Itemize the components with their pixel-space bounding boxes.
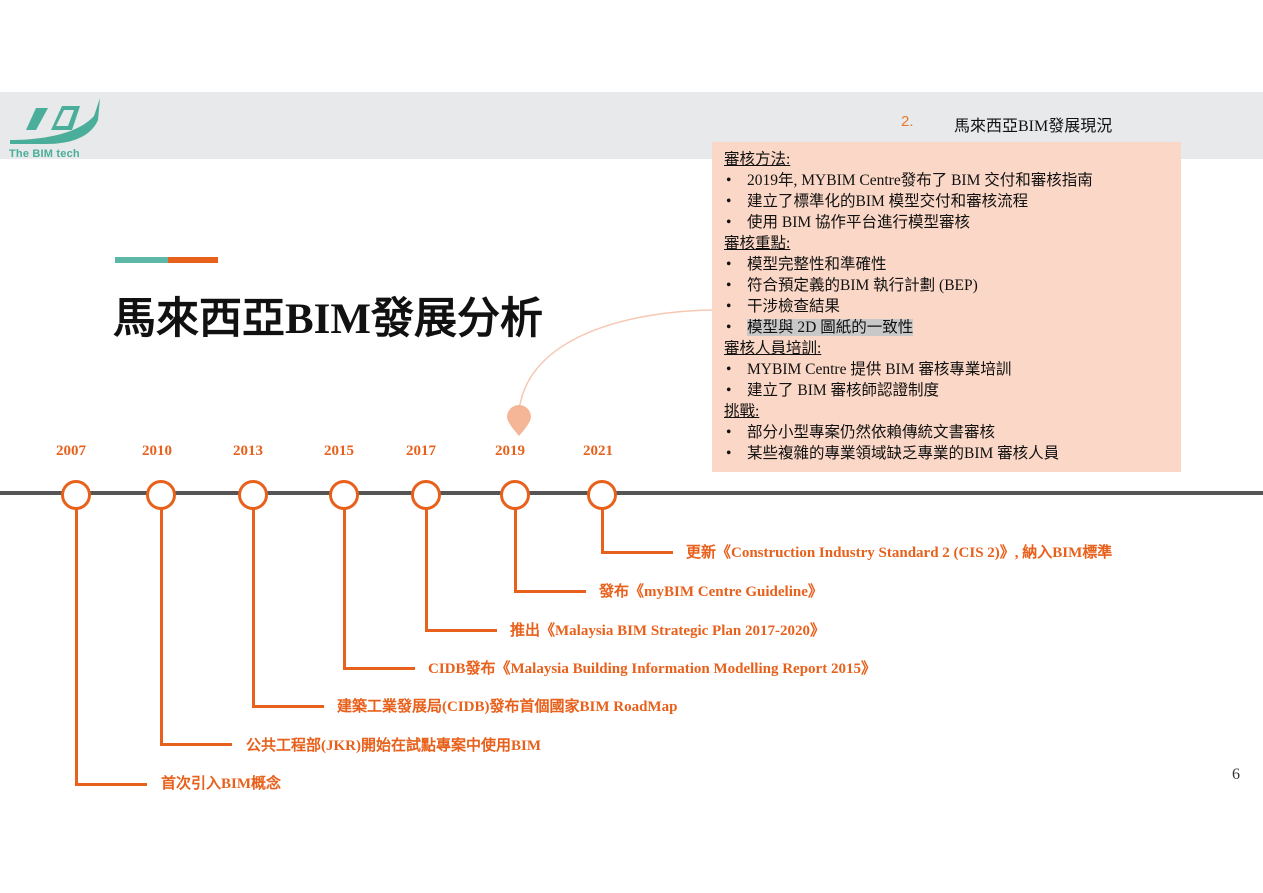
timeline-node-2010 (146, 480, 176, 510)
timeline-event-2010: 公共工程部(JKR)開始在試點專案中使用BIM (246, 738, 541, 754)
timeline-stem-2021 (601, 508, 604, 554)
timeline-node-2015 (329, 480, 359, 510)
section-title: 馬來西亞BIM發展現況 (954, 118, 1113, 135)
list-item: •使用 BIM 協作平台進行模型審核 (726, 214, 971, 231)
timeline-branch-2013 (252, 705, 324, 708)
list-item: •模型與 2D 圖紙的一致性 (726, 319, 914, 336)
timeline-node-2007 (61, 480, 91, 510)
timeline-branch-2015 (343, 667, 415, 670)
timeline-stem-2017 (425, 508, 428, 632)
callout-heading-focus: 審核重點: (724, 235, 791, 252)
timeline-branch-2010 (160, 743, 232, 746)
timeline-node-2019 (500, 480, 530, 510)
page-number: 6 (1232, 766, 1240, 783)
list-item: •符合預定義的BIM 執行計劃 (BEP) (726, 277, 978, 294)
timeline-stem-2013 (252, 508, 255, 708)
page-title: 馬來西亞BIM發展分析 (113, 296, 543, 343)
year-label-2013: 2013 (233, 443, 263, 459)
bim-tech-logo-icon (10, 98, 100, 144)
year-label-2010: 2010 (142, 443, 172, 459)
accent-bar-teal (115, 257, 168, 263)
callout-heading-challenges: 挑戰: (724, 403, 760, 420)
callout-heading-method: 審核方法: (724, 151, 791, 168)
callout-content: 審核方法: •2019年, MYBIM Centre發布了 BIM 交付和審核指… (724, 149, 1093, 464)
timeline-axis (0, 491, 1263, 495)
list-item: •建立了 BIM 審核師認證制度 (726, 382, 940, 399)
timeline-event-2019: 發布《myBIM Centre Guideline》 (599, 584, 823, 600)
callout-heading-training: 審核人員培訓: (724, 340, 822, 357)
timeline-event-2021: 更新《Construction Industry Standard 2 (CIS… (686, 545, 1113, 561)
audit-callout-box: 審核方法: •2019年, MYBIM Centre發布了 BIM 交付和審核指… (712, 142, 1181, 472)
timeline-event-2015: CIDB發布《Malaysia Building Information Mod… (428, 661, 876, 677)
list-item: •MYBIM Centre 提供 BIM 審核專業培訓 (726, 361, 1012, 378)
timeline-branch-2021 (601, 551, 673, 554)
year-label-2021: 2021 (583, 443, 613, 459)
list-item: •建立了標準化的BIM 模型交付和審核流程 (726, 193, 1029, 210)
timeline-event-2007: 首次引入BIM概念 (161, 776, 282, 792)
list-item: •干涉檢查結果 (726, 298, 841, 315)
list-item: •部分小型專案仍然依賴傳統文書審核 (726, 424, 996, 441)
timeline-branch-2017 (425, 629, 497, 632)
timeline-branch-2019 (514, 590, 586, 593)
year-label-2015: 2015 (324, 443, 354, 459)
list-item: •某些複雜的專業領域缺乏專業的BIM 審核人員 (726, 445, 1060, 462)
timeline-stem-2007 (75, 508, 78, 786)
timeline-node-2017 (411, 480, 441, 510)
timeline-branch-2007 (75, 783, 147, 786)
timeline-stem-2019 (514, 508, 517, 593)
list-item: •模型完整性和準確性 (726, 256, 887, 273)
timeline-node-2013 (238, 480, 268, 510)
logo-text: The BIM tech (9, 148, 80, 160)
section-number: 2. (901, 113, 914, 130)
year-label-2017: 2017 (406, 443, 436, 459)
timeline-stem-2015 (343, 508, 346, 670)
timeline-stem-2010 (160, 508, 163, 746)
year-label-2019: 2019 (495, 443, 525, 459)
timeline-node-2021 (587, 480, 617, 510)
year-label-2007: 2007 (56, 443, 86, 459)
timeline-event-2017: 推出《Malaysia BIM Strategic Plan 2017-2020… (510, 623, 825, 639)
timeline-event-2013: 建築工業發展局(CIDB)發布首個國家BIM RoadMap (337, 699, 678, 715)
list-item: •2019年, MYBIM Centre發布了 BIM 交付和審核指南 (726, 172, 1093, 189)
accent-bar-orange (168, 257, 218, 263)
